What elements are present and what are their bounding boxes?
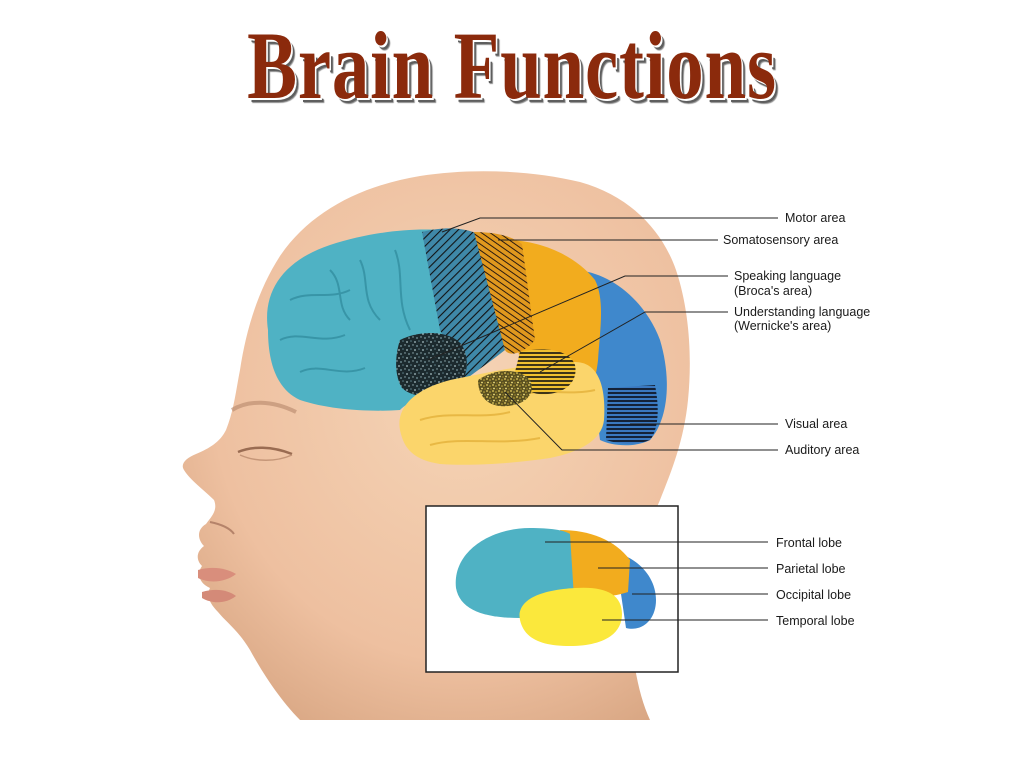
somatosensory-area-region bbox=[474, 232, 535, 354]
brain-illustration bbox=[267, 228, 667, 465]
label-wernicke-line2: (Wernicke's area) bbox=[734, 319, 831, 333]
inset-parietal bbox=[560, 530, 630, 597]
label-temporal-lobe: Temporal lobe bbox=[776, 614, 855, 628]
label-auditory-area: Auditory area bbox=[785, 443, 859, 457]
label-frontal-lobe: Frontal lobe bbox=[776, 536, 842, 550]
label-broca-line1: Speaking language bbox=[734, 269, 841, 283]
main-leader-lines bbox=[427, 217, 778, 451]
label-parietal-lobe: Parietal lobe bbox=[776, 562, 846, 576]
inset-lobes-diagram bbox=[425, 505, 679, 673]
inset-temporal bbox=[519, 587, 622, 646]
main-labels: Motor area Somatosensory area Speaking l… bbox=[723, 211, 870, 457]
inset-leader-lines bbox=[545, 541, 768, 621]
label-somatosensory-area: Somatosensory area bbox=[723, 233, 838, 247]
label-wernicke-line1: Understanding language bbox=[734, 305, 870, 319]
label-visual-area: Visual area bbox=[785, 417, 847, 431]
visual-area-region bbox=[606, 385, 658, 444]
auditory-area-region bbox=[478, 371, 532, 407]
label-broca-line2: (Broca's area) bbox=[734, 284, 812, 298]
label-occipital-lobe: Occipital lobe bbox=[776, 588, 851, 602]
page-title: Brain Functions bbox=[247, 12, 777, 119]
label-motor-area: Motor area bbox=[785, 211, 845, 225]
inset-labels: Frontal lobe Parietal lobe Occipital lob… bbox=[776, 536, 855, 628]
